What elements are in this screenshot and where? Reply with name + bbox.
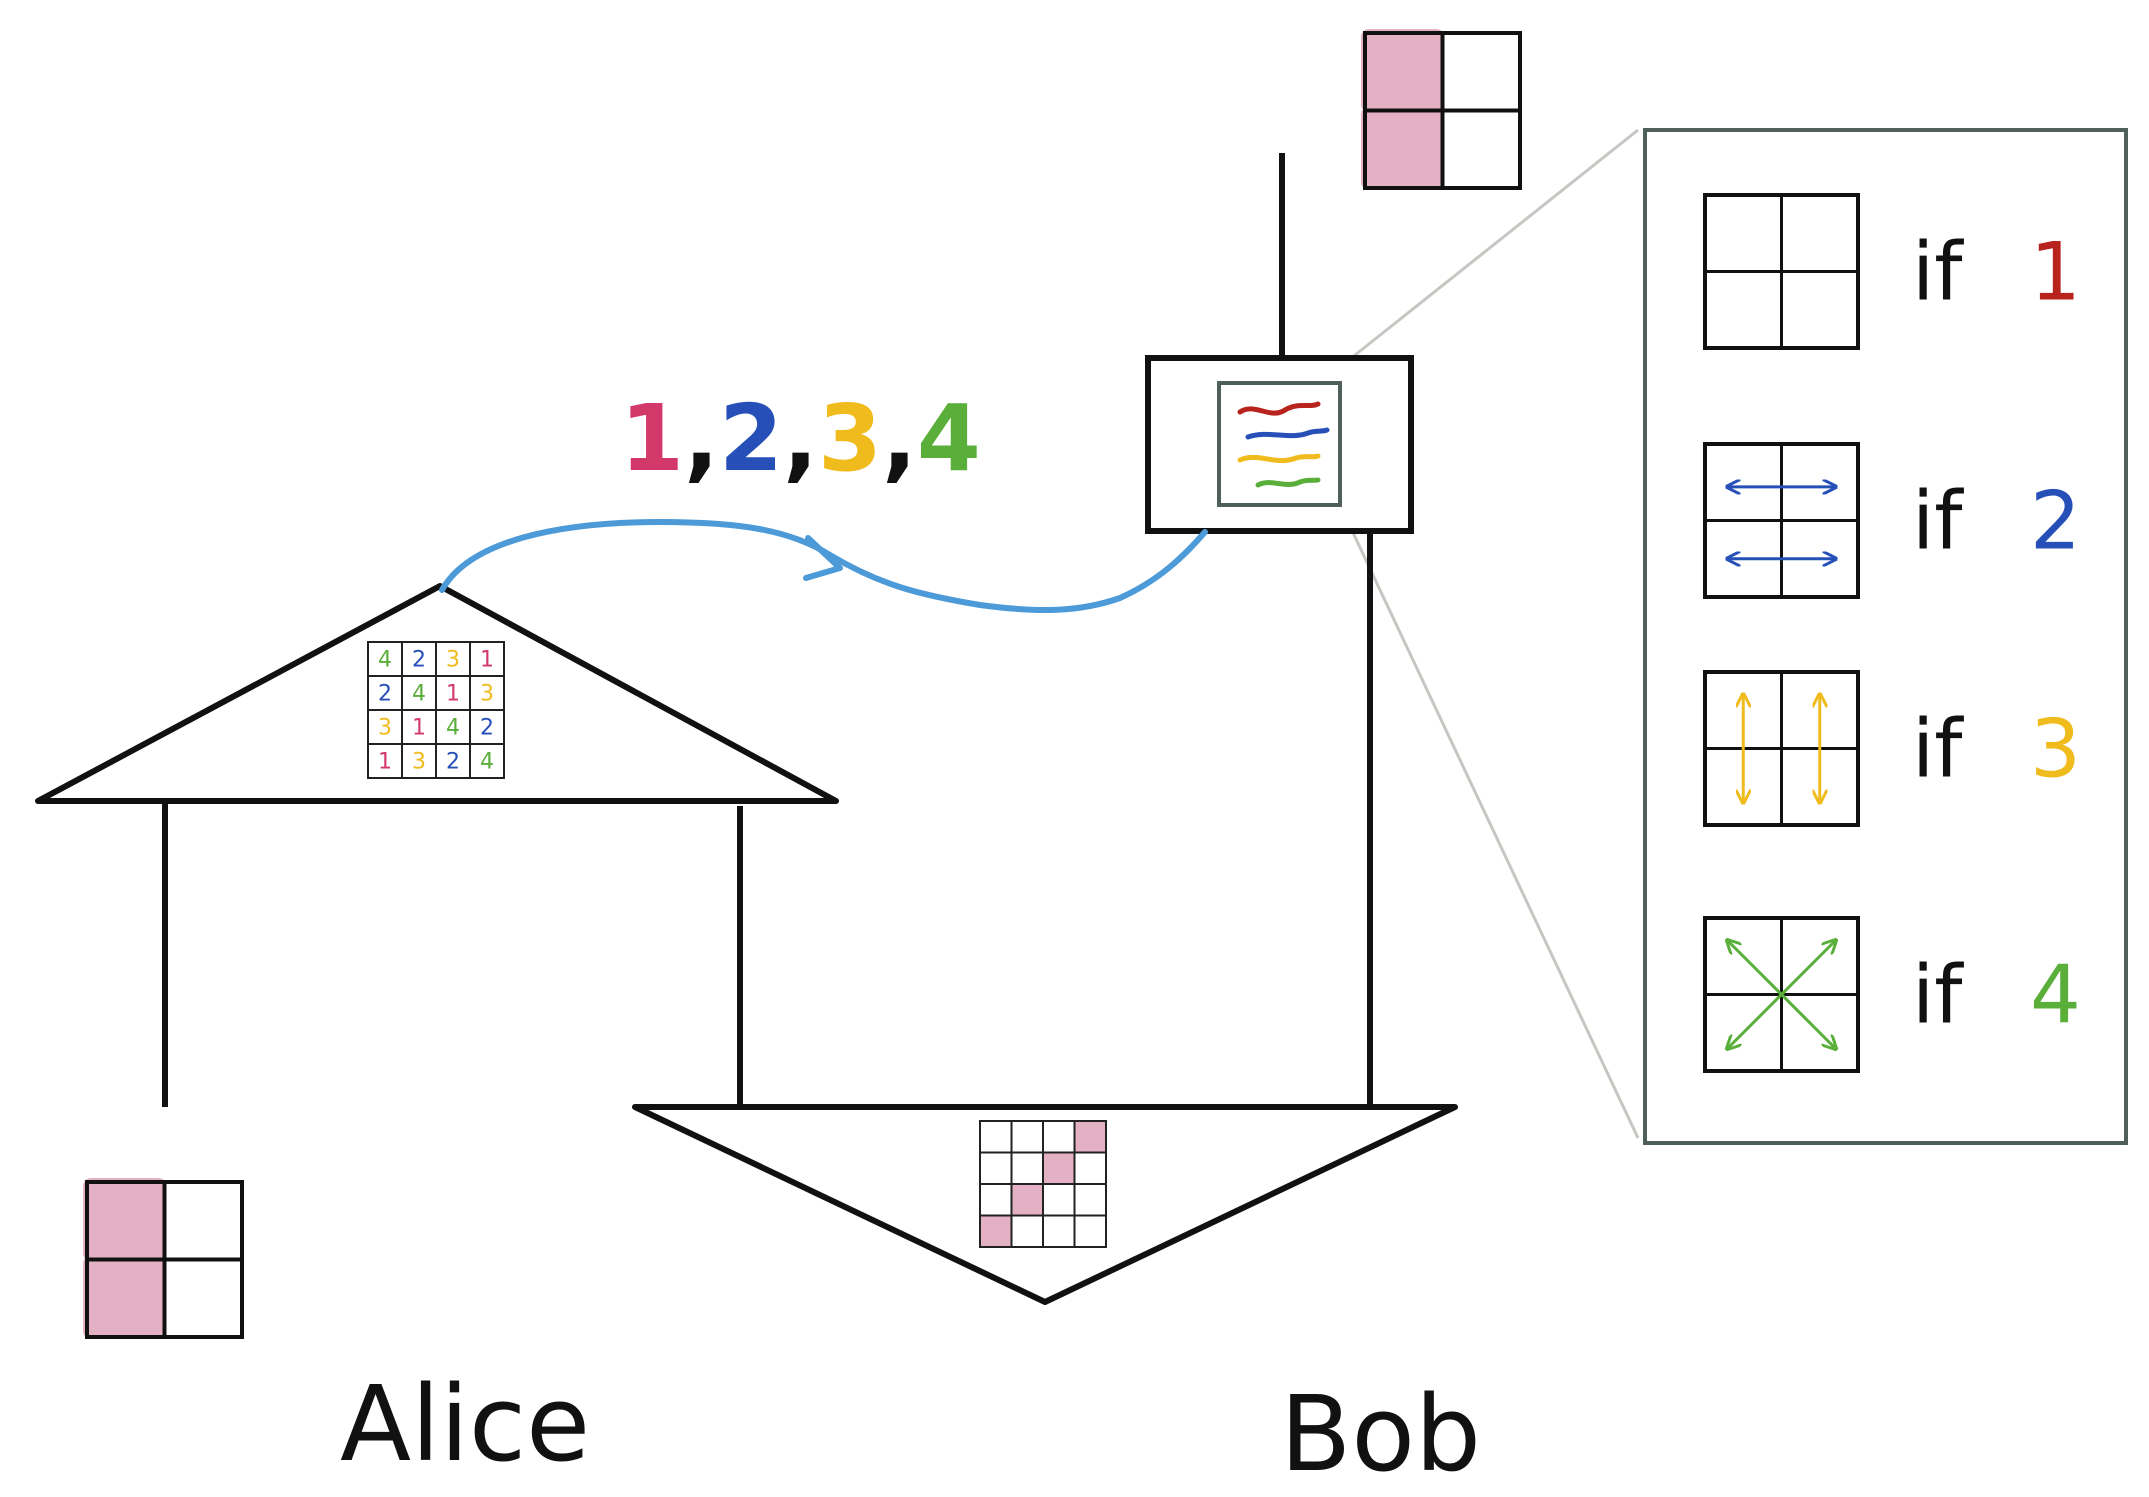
key-cell-2-2 [435,709,471,745]
key-digit: 4 [446,715,460,740]
bob-label: Bob [1280,1373,1481,1495]
legend-if-word: if [1912,703,1964,796]
result-cell-0-2 [1042,1120,1076,1154]
result-cell-2-0 [979,1183,1013,1217]
key-digit: 3 [412,749,426,774]
output-shade [83,1178,167,1262]
output-shade [1361,106,1445,190]
result-cell-3-3 [1073,1214,1107,1248]
zoom-connector-lines [1338,128,1640,1139]
key-digit: 4 [378,647,392,672]
legend-row-2: if 2 [1703,442,2081,599]
legend-value: 3 [2030,703,2081,796]
message-token-3: , [783,385,818,492]
alice-output-grid [83,1178,244,1339]
alice-device [35,583,839,1107]
key-digit: 3 [378,715,392,740]
result-cell-1-3 [1073,1151,1107,1185]
result-cell-2-3 [1073,1183,1107,1217]
message-sequence: 1,2,3,4 [620,385,981,492]
transmission-arrow [439,518,1208,614]
result-cell-1-2 [1042,1151,1076,1185]
key-cell-0-2 [435,641,471,677]
result-cell-1-0 [979,1151,1013,1185]
bob-device [1145,153,1414,1107]
output-cell-1-1 [162,1257,244,1339]
key-digit: 3 [480,681,494,706]
legend-row-3: if 3 [1703,670,2081,827]
legend-value: 1 [2030,226,2081,319]
legend-value: 4 [2030,949,2081,1042]
shared-box [632,1104,1458,1305]
result-cell-0-0 [979,1120,1013,1154]
result-grid [979,1120,1107,1248]
key-cell-2-3 [469,709,505,745]
message-token-1: , [684,385,719,492]
key-cell-1-1 [401,675,437,711]
legend-if-word: if [1912,475,1964,568]
legend-value: 2 [2030,475,2081,568]
key-digit: 1 [480,647,494,672]
key-digit: 4 [412,681,426,706]
key-cell-1-3 [469,675,505,711]
legend-if-word: if [1912,226,1964,319]
legend-row-1: if 1 [1703,193,2081,350]
legend-if-word: if [1912,949,1964,1042]
result-cell-3-0 [979,1214,1013,1248]
key-digit: 1 [412,715,426,740]
bob-decoder-chip [1217,381,1342,507]
message-token-0: 1 [620,385,684,492]
key-digit: 3 [446,647,460,672]
key-digit: 1 [378,749,392,774]
key-cell-3-3 [469,743,505,779]
output-shade [1361,29,1445,113]
result-cell-0-1 [1010,1120,1044,1154]
result-cell-2-2 [1042,1183,1076,1217]
output-cell-0-1 [1440,31,1522,113]
key-digit: 4 [480,749,494,774]
key-digit: 2 [480,715,494,740]
output-cell-1-1 [1440,108,1522,190]
result-cell-0-3 [1073,1120,1107,1154]
message-token-2: 2 [719,385,783,492]
decoder-squiggle-lines [1237,401,1330,488]
bob-output-grid [1361,29,1522,190]
key-digit: 1 [446,681,460,706]
key-digit: 2 [378,681,392,706]
shared-inverted-triangle [632,1104,1458,1305]
result-cell-1-1 [1010,1151,1044,1185]
alice-roof-triangle [35,583,839,804]
legend-list: if 1 if 2 if 3 if 4 [1703,193,2081,1073]
legend-row-4: if 4 [1703,916,2081,1073]
alice-label: Alice [340,1363,590,1485]
key-digit: 2 [446,749,460,774]
output-cell-0-1 [162,1180,244,1262]
key-digit: 2 [412,647,426,672]
result-cell-3-2 [1042,1214,1076,1248]
result-cell-2-1 [1010,1183,1044,1217]
key-cell-3-0 [367,743,403,779]
message-token-5: , [882,385,917,492]
swap-arrow [1727,940,1836,1049]
key-cell-2-1 [401,709,437,745]
message-token-6: 4 [917,385,981,492]
result-cell-3-1 [1010,1214,1044,1248]
output-shade [83,1255,167,1339]
key-cell-0-0 [367,641,403,677]
message-token-4: 3 [818,385,882,492]
